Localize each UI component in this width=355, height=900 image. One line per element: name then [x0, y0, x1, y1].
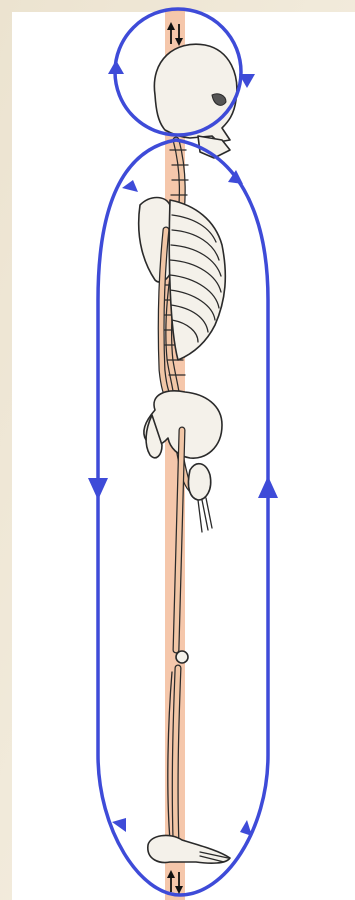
arrow-down-left-body	[88, 478, 108, 500]
fingers	[198, 498, 212, 532]
arrow-lower-right	[240, 820, 252, 836]
knee-cap	[176, 651, 188, 663]
foot	[148, 835, 230, 863]
arrow-up-left-circle	[108, 60, 124, 74]
skull	[154, 44, 236, 142]
tibia-tint	[175, 668, 178, 842]
hand	[188, 464, 210, 500]
skeleton-illustration	[139, 44, 237, 863]
arrow-upper-left	[122, 180, 138, 192]
arrow-up-right-body	[258, 476, 278, 498]
